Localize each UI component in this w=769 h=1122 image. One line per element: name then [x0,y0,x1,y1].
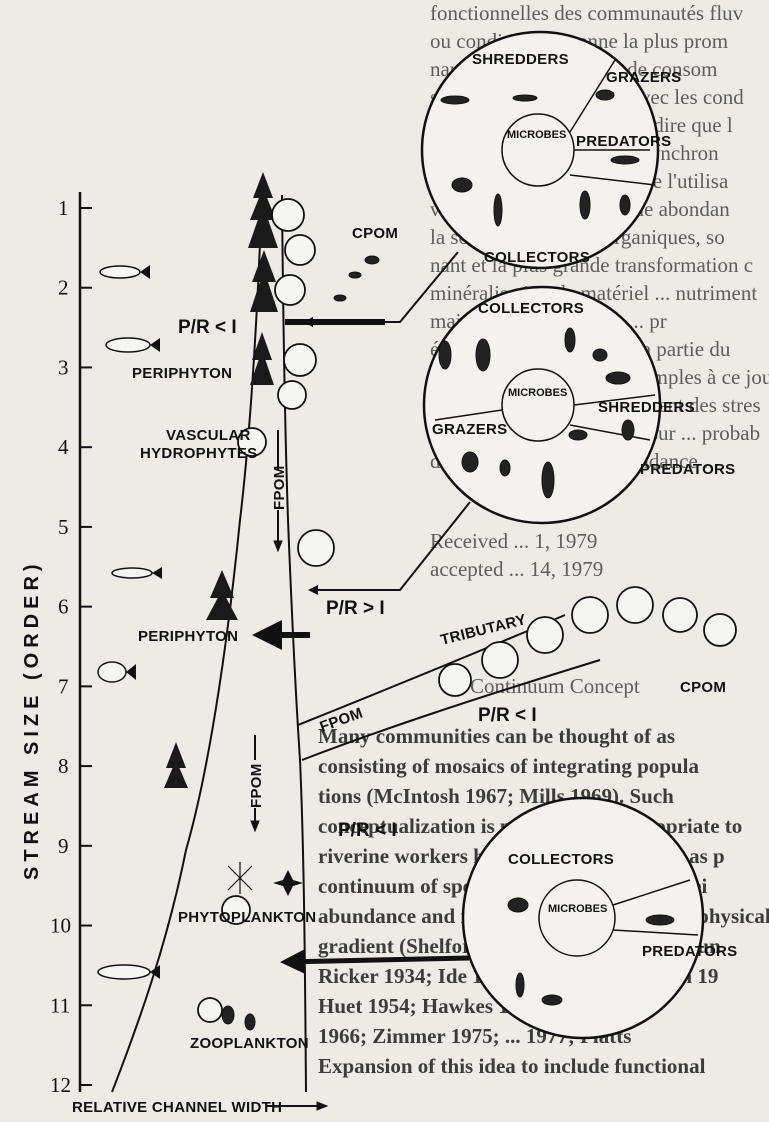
fish-icon [97,661,136,683]
bg-line: Expansion of this idea to include functi… [318,1054,706,1078]
label-zooplankton: ZOOPLANKTON [190,1035,309,1052]
axis-tick-label: 5 [58,515,69,539]
deciduous-tree-icon [237,427,267,457]
community-circle-top: SHREDDERS GRAZERS MICROBES PREDATORS COL… [420,30,681,270]
label-predators: PREDATORS [576,133,672,150]
label-grazers: GRAZERS [432,421,507,438]
left-bank [111,194,263,1093]
axis-tick-label: 8 [58,754,69,778]
invertebrate-icons [438,327,635,499]
axis-tick-label: 10 [50,914,71,938]
deciduous-tree-icon [526,616,564,654]
label-collectors: COLLECTORS [508,851,614,868]
label-cpom-tributary: CPOM [680,679,726,696]
bg-line: Received ... 1, 1979 [430,529,597,553]
label-collectors: COLLECTORS [484,249,590,266]
axis-tick-label: 4 [58,435,69,459]
label-pr-greater: P/R > I [326,598,385,619]
axis-tick-label: 9 [58,834,69,858]
label-pr-less-lower: P/R < I [338,820,397,841]
deciduous-tree-icon [274,274,306,306]
bg-line: Many communities can be thought of as [318,724,675,748]
arrow-middle [308,501,471,595]
label-shredders: SHREDDERS [472,51,569,68]
deciduous-tree-icon [221,895,251,925]
label-periphyton-mid: PERIPHYTON [138,628,238,645]
label-cpom: CPOM [352,225,398,242]
riparian-vegetation [164,172,737,1023]
deciduous-tree-icon [571,596,609,634]
label-hydrophytes: HYDROPHYTES [140,445,258,462]
axis-tick-label: 12 [50,1073,71,1097]
bg-line: accepted ... 14, 1979 [430,557,603,581]
tributary-bank-lower [301,659,601,761]
leaf-icons [333,255,380,302]
deciduous-tree-icon [277,380,307,410]
label-fpom-lower: FPOM [248,763,265,808]
label-periphyton: PERIPHYTON [132,365,232,382]
bg-line: fonctionnelles des communautés fluv [430,1,744,25]
fish-icons [97,265,162,980]
deciduous-tree-icon [481,641,519,679]
axis-tick-label: 1 [58,196,69,220]
axis-tick-label: 11 [50,993,70,1017]
label-pr-less-tributary: P/R < I [478,705,537,726]
x-axis-label: RELATIVE CHANNEL WIDTH [72,1099,282,1116]
label-vascular: VASCULAR [166,427,251,444]
deciduous-tree-icon [438,663,472,697]
river-labels: CPOM P/R < I PERIPHYTON VASCULAR HYDROPH… [132,225,726,1052]
conifer-tree-icon [164,742,188,788]
deciduous-tree-icon [703,613,737,647]
axis-title: STREAM SIZE (ORDER) [21,559,43,880]
conifer-tree-icon [250,250,278,312]
axis-tick-label: 6 [58,595,69,619]
plankton-icons [221,862,303,1031]
connectors [252,251,471,975]
deciduous-tree-icon [197,997,223,1023]
conifer-tree-icon [248,172,278,248]
label-grazers: GRAZERS [606,69,681,86]
fish-icon [105,337,160,353]
label-microbes: MICROBES [507,129,566,141]
deciduous-tree-icon [662,597,698,633]
deciduous-tree-icon [283,343,317,377]
deciduous-tree-icon [284,234,316,266]
deciduous-tree-icon [271,198,305,232]
label-tributary: TRIBUTARY [439,611,528,649]
axis-tick-label: 7 [58,674,69,698]
fish-icon [99,265,150,279]
community-circle-bottom: COLLECTORS MICROBES PREDATORS [461,796,738,1040]
label-microbes: MICROBES [548,903,607,915]
label-shredders: SHREDDERS [598,399,695,416]
deciduous-tree-icon [616,586,654,624]
invertebrate-icons [507,897,675,1006]
conifer-tree-icon [206,570,238,620]
river-channel [111,194,601,1093]
right-bank [281,194,307,1093]
label-pr-less: P/R < I [178,317,237,338]
label-fpom: FPOM [271,465,288,510]
community-circle-middle: COLLECTORS MICROBES SHREDDERS GRAZERS PR… [422,285,736,525]
label-collectors: COLLECTORS [478,300,584,317]
arrow-bottom [280,949,470,975]
invertebrate-icons [440,89,640,227]
microbe-core [538,879,616,957]
axis-tick-label: 3 [58,355,69,379]
bg-line: consisting of mosaics of integrating pop… [318,754,699,778]
axis-tick-label: 2 [58,276,69,300]
tributary-bank-upper [297,614,566,726]
label-microbes: MICROBES [508,387,567,399]
fish-icon [111,567,162,579]
conifer-tree-icon [250,332,274,385]
label-phytoplankton: PHYTOPLANKTON [178,909,316,926]
label-predators: PREDATORS [640,461,736,478]
fish-icon [97,964,160,980]
deciduous-tree-icon [297,529,335,567]
label-predators: PREDATORS [642,943,738,960]
